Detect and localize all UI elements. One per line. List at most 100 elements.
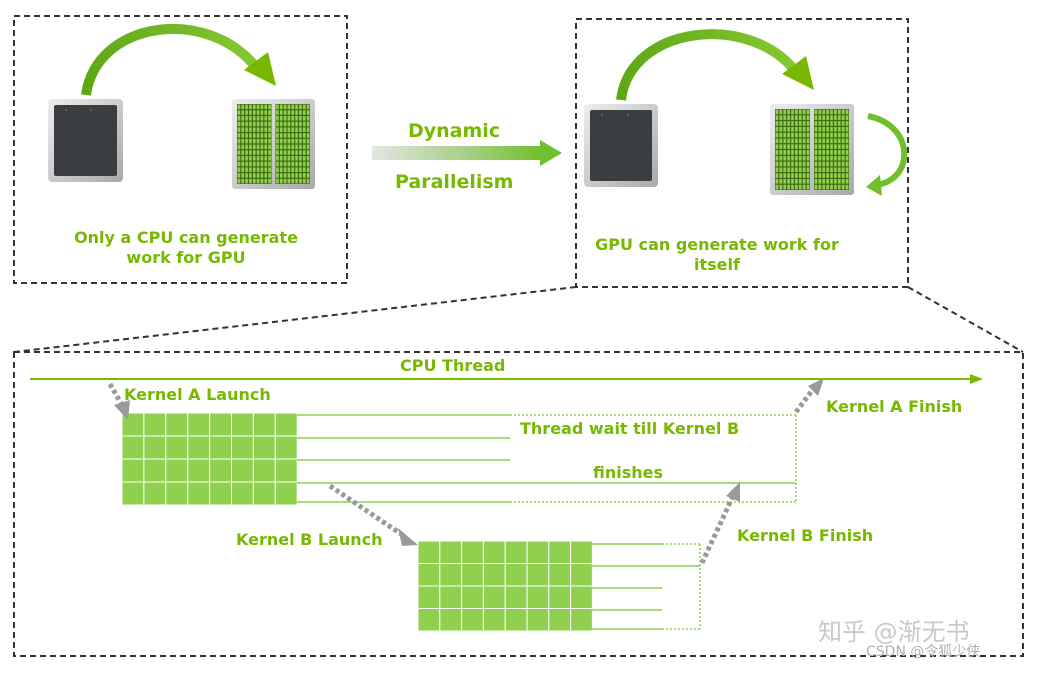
gpu-core — [241, 161, 245, 167]
gpu-core — [814, 138, 818, 144]
gpu-core — [841, 126, 845, 132]
gpu-core — [779, 144, 783, 149]
gpu-core — [779, 109, 783, 115]
gpu-core — [256, 156, 260, 161]
top-right-box-border — [575, 18, 909, 288]
gpu-core — [283, 104, 287, 110]
gpu-core — [791, 138, 794, 144]
gpu-chip-icon — [232, 99, 315, 189]
gpu-core — [783, 109, 787, 115]
grid-cell — [417, 563, 441, 587]
gpu-core — [822, 155, 826, 161]
gpu-core — [302, 116, 306, 121]
gpu-core — [806, 167, 810, 173]
thread-wait-label: Thread wait till Kernel B — [520, 419, 740, 438]
gpu-core — [306, 167, 310, 172]
gpu-core — [798, 150, 802, 155]
gpu-core — [287, 121, 291, 127]
grid-cell — [252, 435, 276, 460]
gpu-core — [806, 184, 810, 190]
grid-cell — [461, 563, 484, 587]
gpu-core — [283, 173, 287, 178]
gpu-core — [795, 161, 798, 167]
gpu-core — [237, 161, 241, 167]
grid-cell — [570, 608, 593, 632]
gpu-core — [783, 184, 787, 190]
gpu-core — [245, 110, 248, 115]
gpu-core — [845, 173, 849, 178]
gpu-core — [822, 132, 826, 138]
gpu-core — [802, 126, 806, 132]
grid-cell — [209, 481, 233, 506]
gpu-core — [787, 138, 790, 144]
gpu-core — [779, 138, 783, 144]
gpu-core — [806, 155, 810, 161]
gpu-core — [830, 167, 833, 173]
gpu-core — [268, 178, 271, 184]
gpu-core — [299, 133, 302, 138]
gpu-core — [287, 167, 291, 172]
gpu-core — [252, 150, 256, 155]
gpu-core — [302, 110, 306, 115]
gpu-core — [818, 184, 822, 190]
gpu-core — [818, 179, 822, 184]
gpu-core — [279, 104, 283, 110]
gpu-core — [264, 144, 268, 150]
gpu-core — [802, 109, 806, 115]
grid-cell — [165, 435, 189, 460]
gpu-core — [818, 121, 822, 126]
watermark-csdn: CSDN @令狐少侠 — [866, 644, 981, 660]
gpu-core — [299, 138, 302, 144]
gpu-core — [291, 127, 295, 132]
gpu-core — [783, 121, 787, 126]
gpu-core — [287, 133, 291, 138]
gpu-core — [295, 104, 298, 110]
gpu-core — [791, 155, 794, 161]
gpu-core — [264, 178, 268, 184]
gpu-core — [830, 138, 833, 144]
grid-cell — [526, 608, 550, 632]
gpu-core — [291, 156, 295, 161]
self-loop-arrow-icon — [866, 113, 908, 196]
gpu-core — [252, 121, 256, 127]
gpu-core — [826, 150, 829, 155]
curved-arrow-icon — [81, 24, 276, 96]
gpu-core — [775, 155, 779, 161]
gpu-core — [787, 173, 790, 178]
gpu-core — [826, 121, 829, 126]
gpu-core — [841, 161, 845, 167]
grid-cell — [121, 481, 145, 506]
gpu-core — [295, 178, 298, 184]
gpu-core — [237, 127, 241, 132]
grid-cell — [504, 540, 528, 564]
gpu-core — [287, 104, 291, 110]
gpu-core — [260, 138, 264, 144]
gpu-core — [276, 173, 279, 178]
gpu-core — [291, 173, 295, 178]
gpu-core — [279, 127, 283, 132]
gpu-core — [806, 115, 810, 120]
grid-cell — [526, 563, 550, 587]
gpu-core — [245, 156, 248, 161]
gpu-core — [775, 126, 779, 132]
gpu-core — [291, 116, 295, 121]
gpu-core — [276, 121, 279, 127]
gpu-core — [795, 155, 798, 161]
gpu-core — [279, 144, 283, 150]
grid-cell — [504, 585, 528, 609]
gpu-core — [787, 150, 790, 155]
gpu-core — [818, 126, 822, 132]
dotted-arrow-icon — [328, 483, 418, 546]
gpu-core — [279, 156, 283, 161]
gpu-core — [283, 127, 287, 132]
gpu-core — [279, 150, 283, 155]
gpu-core — [837, 179, 841, 184]
top-left-caption: Only a CPU can generate work for GPU — [74, 228, 298, 267]
gpu-core — [845, 109, 849, 115]
gpu-core — [802, 132, 806, 138]
gpu-core — [264, 121, 268, 127]
gpu-core — [837, 184, 841, 190]
gpu-core — [268, 144, 271, 150]
gpu-core — [249, 127, 252, 132]
gpu-core — [806, 173, 810, 178]
